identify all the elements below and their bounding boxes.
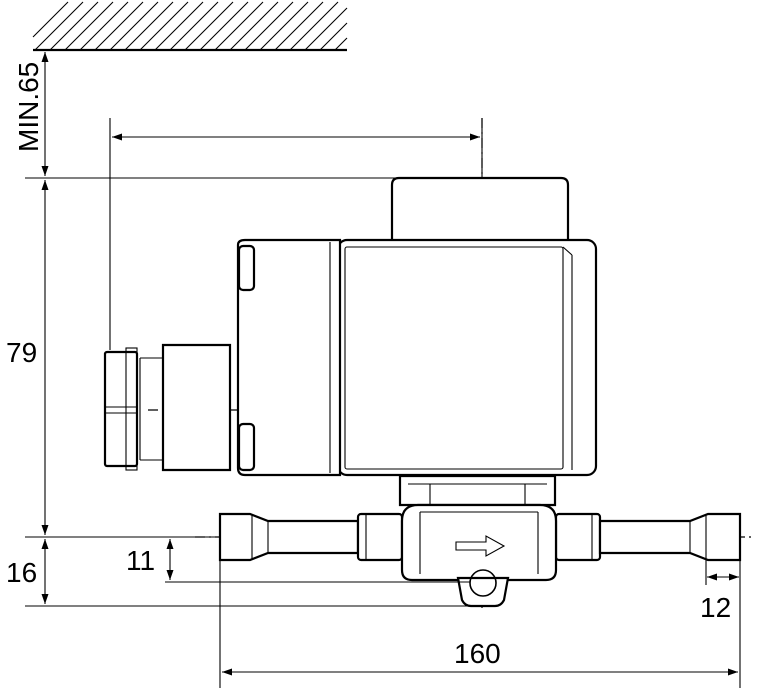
dim-pipe-offset: 11 bbox=[126, 545, 155, 576]
hatch-line bbox=[334, 37, 348, 51]
yoke bbox=[398, 474, 557, 507]
hatch-line bbox=[79, 1, 129, 51]
actuator-cap bbox=[390, 176, 570, 242]
hatch-line bbox=[289, 1, 339, 51]
flow-direction-arrow bbox=[455, 535, 506, 557]
hatch-line bbox=[199, 1, 249, 51]
outlet-port-circle bbox=[469, 569, 497, 597]
dim-height-coil: 79 bbox=[6, 337, 37, 368]
lower-clip bbox=[237, 422, 256, 472]
ceiling-hatching bbox=[32, 1, 348, 52]
hatch-line bbox=[64, 1, 114, 51]
dim-overall-length: 160 bbox=[454, 638, 501, 669]
dim-pipe-stub: 12 bbox=[700, 592, 731, 623]
hatch-line bbox=[244, 1, 294, 51]
right-pipe bbox=[554, 512, 742, 562]
hatch-line bbox=[94, 1, 144, 51]
dim-height-base: 16 bbox=[6, 557, 37, 588]
hatch-line bbox=[229, 1, 279, 51]
hatch-line bbox=[32, 1, 69, 38]
dimension-lines bbox=[41, 52, 739, 676]
hatch-line bbox=[184, 1, 234, 51]
hatch-line bbox=[214, 1, 264, 51]
coil-inner-frame bbox=[344, 246, 564, 470]
hatch-line bbox=[49, 1, 99, 51]
hatch-line bbox=[124, 1, 174, 51]
hatch-line bbox=[274, 1, 324, 51]
hatch-line bbox=[259, 1, 309, 51]
plug-housing bbox=[236, 238, 342, 477]
hatch-line bbox=[139, 1, 189, 51]
dim-min-clearance: MIN.65 bbox=[13, 62, 44, 152]
cable-gland-nut bbox=[103, 350, 139, 468]
hatch-line bbox=[304, 7, 348, 51]
extension-lines bbox=[25, 118, 741, 688]
hatch-line bbox=[169, 1, 219, 51]
cable-gland-stem bbox=[161, 343, 232, 472]
hatch-line bbox=[154, 1, 204, 51]
valve-body bbox=[103, 176, 742, 608]
upper-clip bbox=[237, 244, 256, 292]
hatch-line bbox=[319, 22, 348, 51]
hatch-line bbox=[109, 1, 159, 51]
coil-housing bbox=[336, 238, 598, 477]
hatch-line bbox=[34, 1, 84, 51]
left-pipe bbox=[218, 512, 404, 562]
